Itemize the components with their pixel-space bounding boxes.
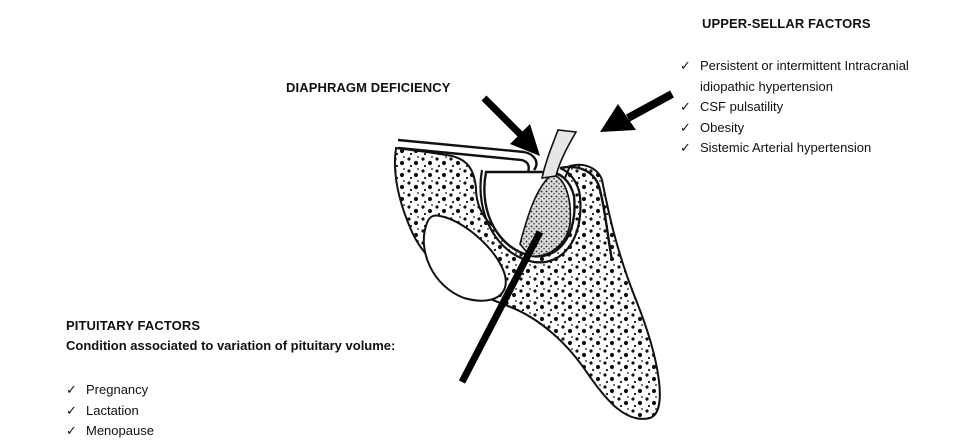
pituitary-list: ✓ Pregnancy ✓ Lactation ✓ Menopause: [66, 380, 154, 442]
diaphragm-deficiency-label: DIAPHRAGM DEFICIENCY: [286, 80, 451, 95]
arrow-icon-pituitary: [458, 230, 544, 384]
list-item: ✓ Obesity: [680, 118, 909, 139]
check-icon: ✓: [680, 99, 691, 114]
arrow-icon-diaphragm: [481, 95, 540, 156]
pituitary-gland: [519, 173, 572, 257]
check-icon: ✓: [680, 119, 691, 135]
pituitary-subheading: Condition associated to variation of pit…: [66, 338, 396, 353]
check-icon: ✓: [66, 402, 77, 418]
list-item: ✓ Menopause: [66, 421, 154, 442]
sinus-cavity: [422, 214, 507, 302]
list-item: ✓ Sistemic Arterial hypertension: [680, 138, 909, 159]
diaphragm-line-outer: [397, 138, 538, 171]
list-item: ✓ Persistent or intermittent Intracrania…: [680, 58, 909, 94]
list-item: ✓ CSF pulsatility: [680, 97, 909, 118]
pituitary-stalk: [540, 129, 578, 179]
dorsum-lining: [559, 165, 614, 261]
pituitary-heading: PITUITARY FACTORS: [66, 318, 201, 333]
check-icon: ✓: [66, 382, 77, 397]
check-icon: ✓: [680, 140, 691, 155]
check-icon: ✓: [680, 58, 691, 73]
upper-sellar-heading: UPPER-SELLAR FACTORS: [702, 16, 871, 31]
list-item: ✓ Pregnancy: [66, 380, 154, 401]
upper-sellar-list: ✓ Persistent or intermittent Intracrania…: [680, 56, 909, 159]
check-icon: ✓: [66, 423, 77, 438]
arrow-icon-upper-sellar: [600, 90, 674, 132]
fossa-lining: [479, 166, 582, 264]
list-item: ✓ Lactation: [66, 401, 154, 422]
diaphragm-line-inner: [397, 146, 530, 173]
